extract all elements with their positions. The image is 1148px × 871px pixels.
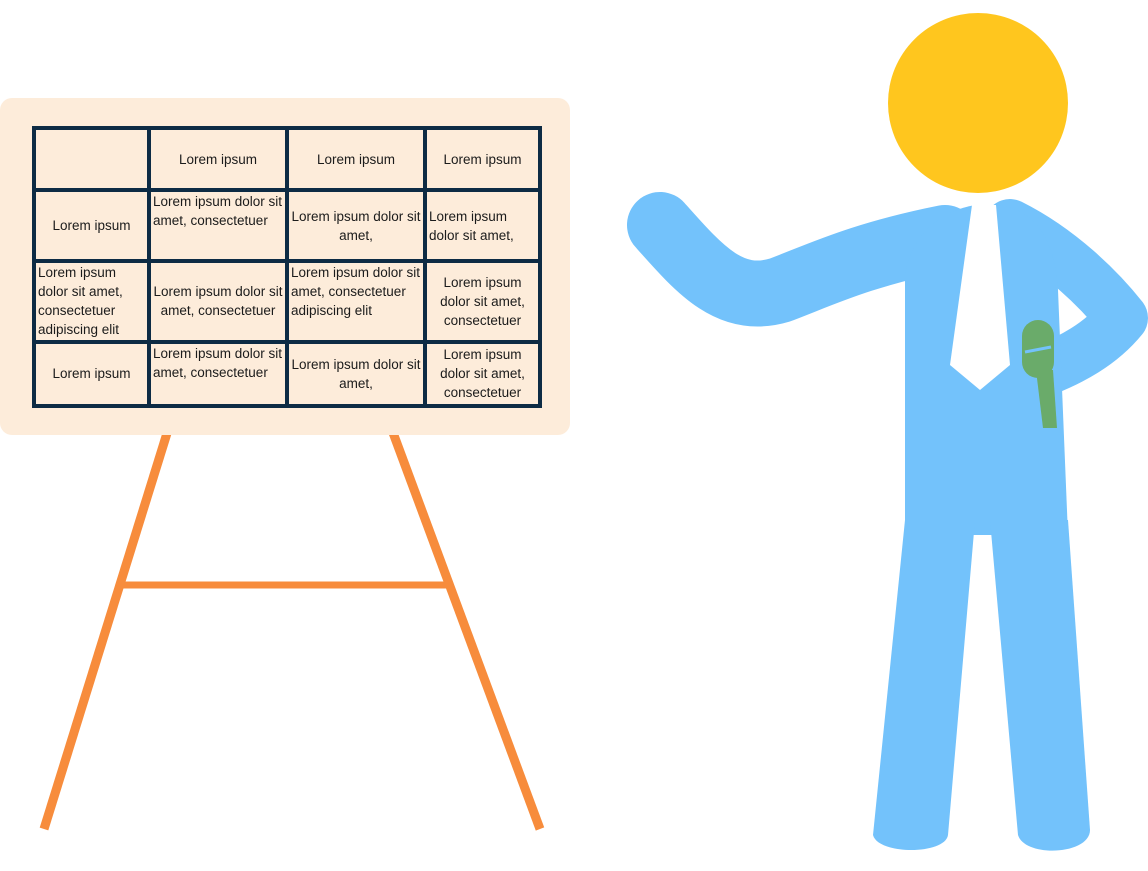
table-row: Lorem ipsum Lorem ipsum dolor sit amet, …	[32, 339, 542, 409]
easel-stand-icon	[39, 428, 545, 831]
easel-left-leg	[39, 428, 173, 831]
table-cell: Lorem ipsum	[32, 339, 151, 409]
table-cell: Lorem ipsum	[147, 125, 289, 193]
tie	[950, 205, 1010, 390]
easel-right-leg	[387, 428, 545, 831]
table-cell: Lorem ipsum dolor sit amet, consectetuer	[147, 258, 289, 344]
table-cell: Lorem ipsum dolor sit amet,	[285, 339, 427, 409]
presenter-figure-icon	[627, 13, 1148, 851]
table-cell: Lorem ipsum	[32, 188, 151, 263]
table-cell: Lorem ipsum dolor sit amet, consectetuer	[423, 258, 542, 344]
table-cell: Lorem ipsum	[423, 125, 542, 193]
pointing-arm	[627, 192, 978, 327]
table-cell	[32, 125, 151, 193]
table-cell: Lorem ipsum dolor sit amet,	[423, 188, 542, 263]
table-row: Lorem ipsum Lorem ipsum dolor sit amet, …	[32, 188, 542, 263]
table-cell: Lorem ipsum dolor sit amet, consectetuer	[423, 339, 542, 409]
table-cell: Lorem ipsum dolor sit amet, consectetuer…	[285, 258, 427, 344]
table-cell: Lorem ipsum dolor sit amet, consectetuer…	[32, 258, 151, 344]
head	[888, 13, 1068, 193]
microphone-icon	[1022, 320, 1057, 428]
left-leg	[873, 520, 975, 850]
table-row: Lorem ipsum Lorem ipsum Lorem ipsum	[32, 125, 542, 193]
table-cell: Lorem ipsum dolor sit amet, consectetuer	[147, 339, 289, 409]
right-leg	[990, 520, 1090, 851]
table-cell: Lorem ipsum dolor sit amet, consectetuer	[147, 188, 289, 263]
table-cell: Lorem ipsum dolor sit amet,	[285, 188, 427, 263]
table-row: Lorem ipsum dolor sit amet, consectetuer…	[32, 258, 542, 344]
board-table: Lorem ipsum Lorem ipsum Lorem ipsum Lore…	[32, 125, 542, 409]
table-cell: Lorem ipsum	[285, 125, 427, 193]
